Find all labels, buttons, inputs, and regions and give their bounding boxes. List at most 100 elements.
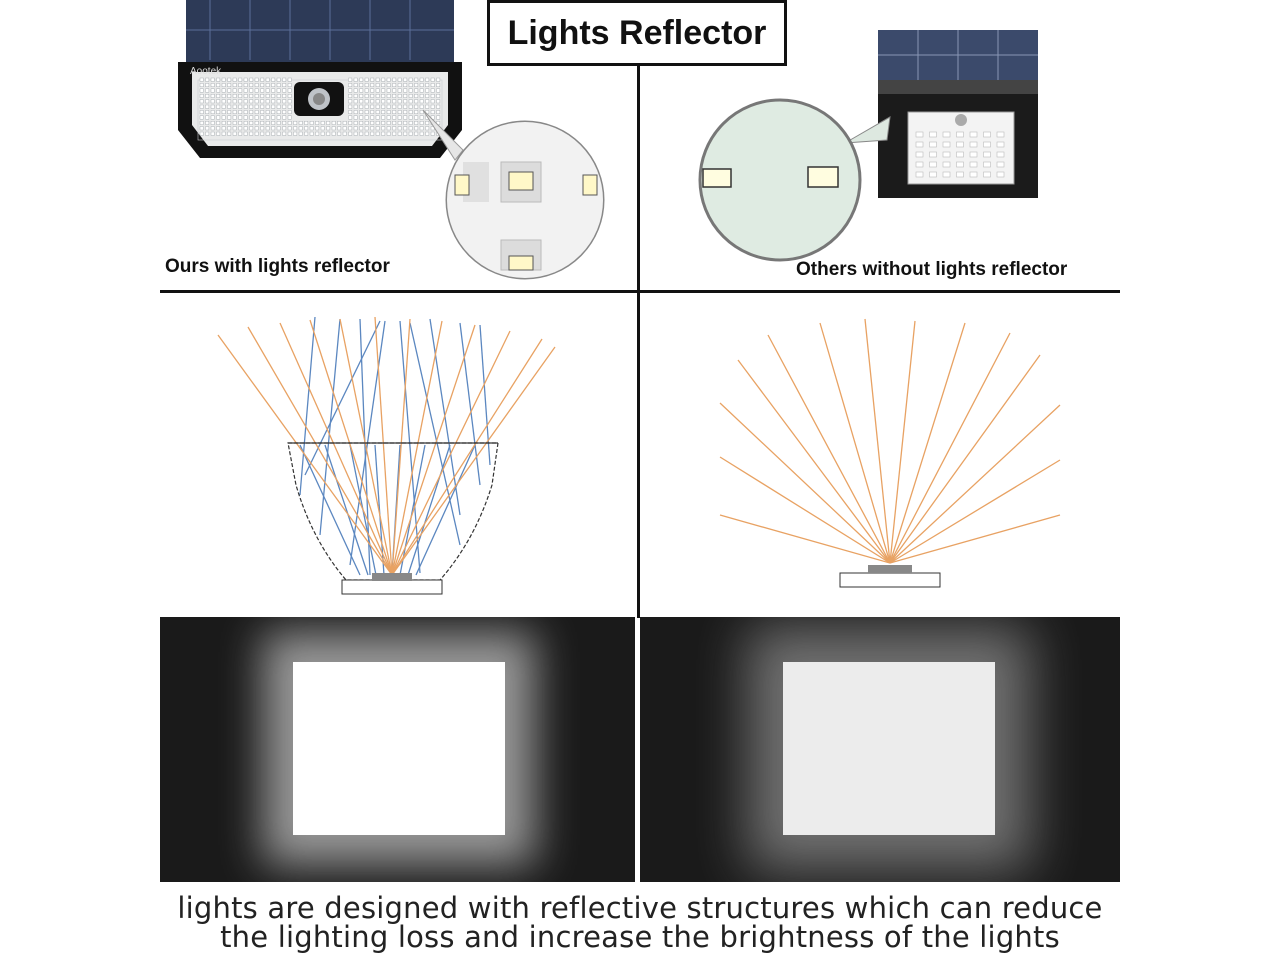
led-chip [265, 83, 270, 88]
led-chip [320, 120, 325, 125]
led-chip [260, 104, 265, 109]
led-chip [370, 131, 375, 136]
led-chip [419, 99, 424, 104]
led-chip [915, 161, 924, 168]
light-ray [889, 320, 916, 564]
led-chip [216, 115, 221, 120]
led-chip [359, 88, 364, 93]
led-chip [221, 99, 226, 104]
reflected-ray [299, 444, 361, 576]
led-chip [419, 126, 424, 131]
led-chip [436, 115, 441, 120]
led-chip [408, 126, 413, 131]
led-chip [199, 83, 204, 88]
reflected-ray [299, 316, 316, 496]
caption-line-2: the lighting loss and increase the brigh… [220, 920, 1060, 954]
led-chip [942, 161, 951, 168]
led-chip [287, 83, 292, 88]
led-chip [254, 115, 259, 120]
center-divider-vertical [637, 66, 640, 618]
led-chip [348, 93, 353, 98]
led-chip [271, 110, 276, 115]
led-chip [221, 88, 226, 93]
led-chip [243, 93, 248, 98]
led-chip [397, 131, 402, 136]
led-chip [375, 88, 380, 93]
led-chip [397, 93, 402, 98]
led-chip [348, 115, 353, 120]
led-chip [425, 99, 430, 104]
led-chip [414, 93, 419, 98]
led-chip [276, 104, 281, 109]
led-chip [403, 110, 408, 115]
led-chip [287, 126, 292, 131]
led-chip [408, 77, 413, 82]
led-chip [353, 83, 358, 88]
reflected-ray [324, 444, 369, 576]
led-chip [216, 120, 221, 125]
led-chip [227, 93, 232, 98]
led-chip [397, 83, 402, 88]
led-chip [408, 93, 413, 98]
reflected-ray [459, 322, 481, 486]
light-ray [889, 459, 1061, 564]
led-chip [364, 88, 369, 93]
led-chip [199, 120, 204, 125]
right-product-image [872, 20, 1052, 210]
led-chip [414, 126, 419, 131]
led-chip [942, 141, 951, 148]
led-chip [271, 115, 276, 120]
led-chip [210, 99, 215, 104]
led-chip [271, 104, 276, 109]
led-chip [238, 88, 243, 93]
led-chip [199, 77, 204, 82]
led-chip [276, 83, 281, 88]
led-chip [375, 77, 380, 82]
led-chip [359, 77, 364, 82]
led-chip [216, 77, 221, 82]
led-chip [375, 126, 380, 131]
led-chip [331, 126, 336, 131]
led-chip [254, 131, 259, 136]
led-chip [271, 120, 276, 125]
led-chip [375, 99, 380, 104]
led-chip [254, 83, 259, 88]
led-chip [265, 88, 270, 93]
led-chip [199, 115, 204, 120]
led-chip [205, 104, 210, 109]
led-chip [205, 83, 210, 88]
led-chip [425, 93, 430, 98]
led-chip [210, 83, 215, 88]
no-reflector-ray-diagram [719, 318, 1061, 588]
led-chip [227, 77, 232, 82]
led-chip [282, 99, 287, 104]
led-chip [304, 126, 309, 131]
led-chip [381, 93, 386, 98]
led-chip [386, 88, 391, 93]
led-chip [430, 131, 435, 136]
led-chip [364, 131, 369, 136]
led-chip [359, 131, 364, 136]
led-chip [419, 120, 424, 125]
led-chip [243, 110, 248, 115]
led-chip [956, 141, 964, 148]
led-chip [408, 99, 413, 104]
led-chip [929, 151, 937, 158]
led-chip [929, 171, 937, 178]
led-chip [414, 99, 419, 104]
led-chip [271, 77, 276, 82]
solar-light-ours-illustration [178, 0, 462, 158]
led-chip [238, 115, 243, 120]
led-chip [249, 126, 254, 131]
led-chip [408, 110, 413, 115]
led-chip [942, 131, 951, 138]
light-ray [391, 318, 411, 576]
led-chip [276, 131, 281, 136]
led-base [839, 572, 941, 588]
led-chip [232, 88, 237, 93]
led-chip [956, 151, 964, 158]
led-chip [375, 110, 380, 115]
led-chip [370, 104, 375, 109]
led-chip [249, 99, 254, 104]
led-chip [265, 110, 270, 115]
